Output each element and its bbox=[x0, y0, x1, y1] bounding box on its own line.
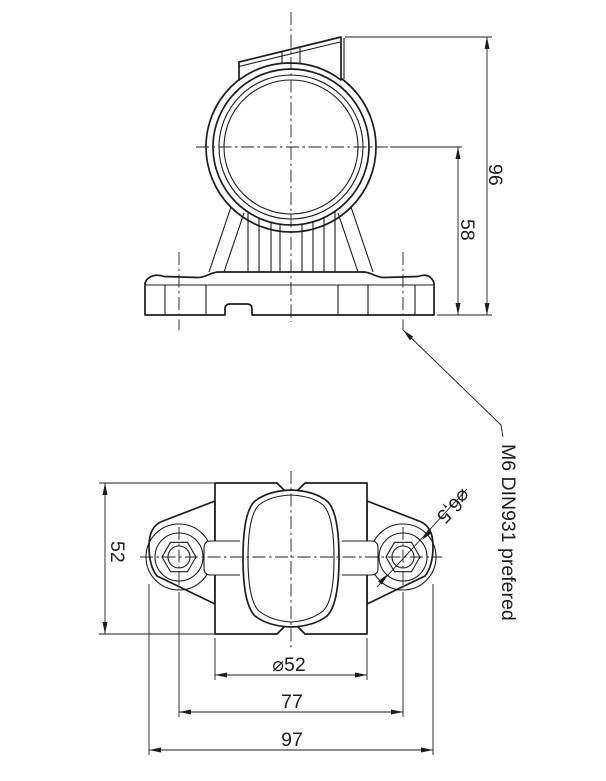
right-arm bbox=[342, 540, 379, 576]
front-view: 96 58 M6 DIN931 prefered bbox=[144, 12, 519, 621]
dim-58-label: 58 bbox=[456, 219, 478, 241]
front-centerlines bbox=[178, 12, 404, 330]
dim-77-label: 77 bbox=[281, 691, 303, 713]
plan-centerlines bbox=[140, 471, 442, 649]
right-hex-head bbox=[385, 541, 421, 573]
top-fin bbox=[238, 36, 345, 81]
base-flange bbox=[144, 271, 435, 316]
dim-96-label: 96 bbox=[484, 164, 506, 186]
left-hex-head bbox=[161, 541, 197, 573]
dim-97-label: 97 bbox=[281, 729, 303, 751]
dim-lens-diameter-label: ⌀52 bbox=[272, 654, 305, 676]
bolt-note-leader: M6 DIN931 prefered bbox=[402, 329, 519, 621]
dimension-97: 97 bbox=[148, 584, 434, 755]
lens bbox=[242, 489, 340, 628]
dimension-96: 96 bbox=[345, 36, 506, 316]
dimension-77: 77 bbox=[178, 592, 404, 717]
stem-struts bbox=[208, 206, 374, 273]
plan-view: 52 ⌀52 77 97 ⌀6,5 bbox=[99, 471, 475, 755]
bolt-note-label: M6 DIN931 prefered bbox=[497, 444, 519, 621]
dim-hole-diameter-label: ⌀6,5 bbox=[432, 484, 475, 527]
dimension-52: 52 bbox=[99, 482, 215, 635]
left-arm bbox=[203, 540, 240, 576]
dimension-lens-diameter: ⌀52 bbox=[214, 638, 368, 680]
dimension-58: 58 bbox=[390, 146, 478, 315]
dim-52-label: 52 bbox=[106, 541, 128, 563]
